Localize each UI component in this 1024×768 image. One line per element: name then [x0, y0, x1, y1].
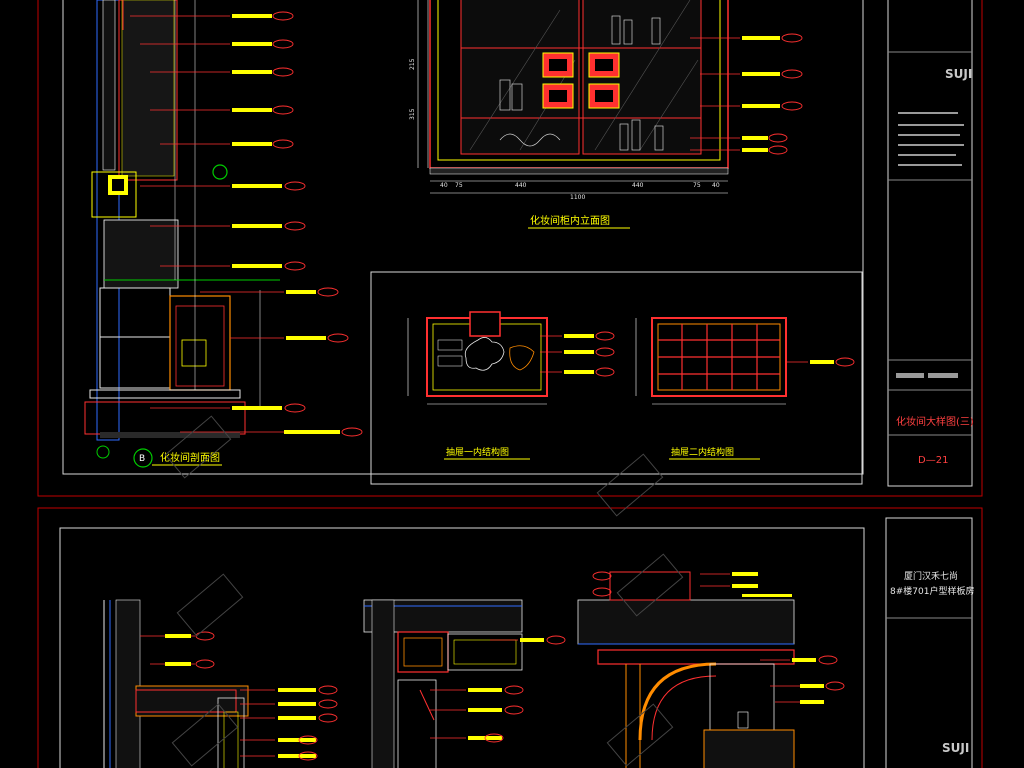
top-logo: SUJI: [945, 67, 972, 81]
dim-top-4: 440: [632, 182, 644, 189]
dim-left-1: 315: [409, 108, 416, 120]
drawer-two-title: 抽屉二内结构图: [671, 446, 734, 458]
dim-top-5: 75: [693, 182, 701, 189]
top-title-block: SUJI 化妆间大样图(三) D—21: [887, 0, 974, 487]
elevation-title: 化妆间柜内立面图: [530, 214, 610, 227]
bottom-title-line-2: 8#楼701户型样板房: [890, 585, 974, 597]
bottom-title-line-1: 厦门汉禾七尚: [904, 570, 958, 582]
dim-total: 1100: [570, 194, 585, 201]
drawer-one-title: 抽屉一内结构图: [446, 446, 509, 458]
cabinet-elevation: 40 75 440 440 75 40 1100 315 215: [409, 0, 803, 229]
dim-top-2: 75: [455, 182, 463, 189]
bottom-sheet: 厦门汉禾七尚 8#楼701户型样板房 SUJI: [37, 507, 983, 768]
section-drawing: B 化妆间剖面图: [84, 0, 363, 468]
dim-top-6: 40: [712, 182, 720, 189]
watermark: [164, 415, 684, 767]
top-title-block-number: D—21: [918, 455, 948, 466]
bottom-title-block: 厦门汉禾七尚 8#楼701户型样板房 SUJI: [885, 517, 974, 768]
drawer-two-detail: 抽屉二内结构图: [635, 317, 855, 460]
drawer-one-detail: 抽屉一内结构图: [407, 311, 615, 460]
dim-top-1: 40: [440, 182, 448, 189]
top-drawing-frame: [62, 0, 864, 475]
bottom-detail-1: [103, 599, 338, 768]
section-marker: [133, 448, 153, 468]
bottom-detail-2: [363, 599, 566, 768]
dim-top-3: 440: [515, 182, 527, 189]
bottom-drawing-frame: [59, 527, 865, 768]
drawer-details: 抽屉一内结构图: [370, 271, 863, 485]
bottom-detail-3: [577, 571, 845, 768]
section-marker-label: B: [139, 454, 145, 464]
top-sheet: SUJI 化妆间大样图(三) D—21: [37, 0, 983, 497]
section-title: 化妆间剖面图: [160, 451, 220, 464]
dim-left-2: 215: [409, 58, 416, 70]
bottom-logo: SUJI: [942, 741, 969, 755]
top-title-block-name: 化妆间大样图(三): [896, 415, 974, 428]
